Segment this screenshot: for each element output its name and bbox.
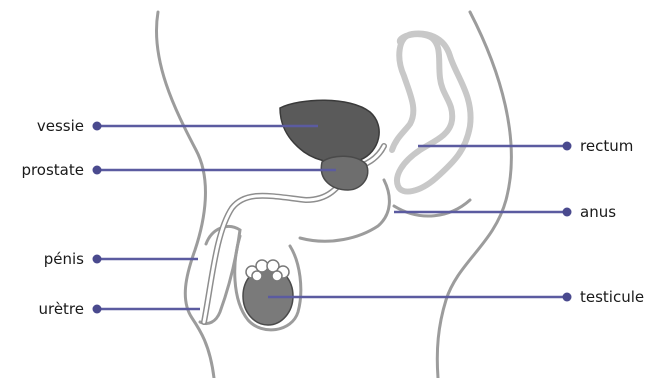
label-prostate: prostate [21, 161, 84, 179]
rectum-outline [392, 34, 471, 192]
label-penis: pénis [44, 250, 84, 268]
label-rectum: rectum [580, 137, 633, 155]
dot-rectum [563, 142, 572, 151]
body-back-outline [437, 12, 511, 378]
dot-penis [93, 255, 102, 264]
prostate-shape [321, 156, 367, 190]
dot-vessie [93, 122, 102, 131]
dot-uretre [93, 305, 102, 314]
label-testicule: testicule [580, 288, 644, 306]
dot-prostate [93, 166, 102, 175]
label-uretre: urètre [38, 300, 84, 318]
bladder-shape [280, 100, 379, 163]
dot-testicule [563, 293, 572, 302]
buttock-outline [394, 200, 470, 216]
dot-anus [563, 208, 572, 217]
label-vessie: vessie [37, 117, 84, 135]
label-anus: anus [580, 203, 616, 221]
